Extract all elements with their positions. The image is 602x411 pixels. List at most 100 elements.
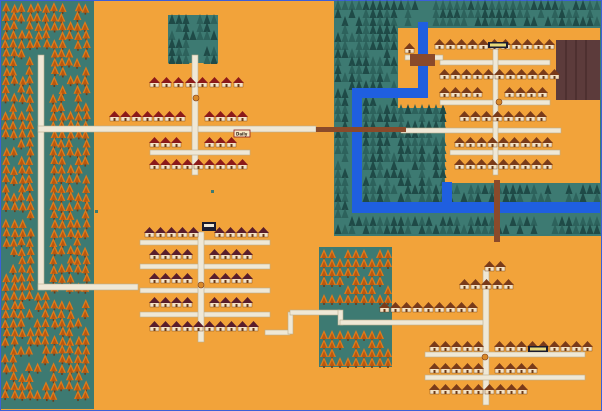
autumn-tree xyxy=(49,309,58,321)
house xyxy=(237,111,248,122)
house xyxy=(498,159,509,170)
house xyxy=(204,111,215,122)
pine-tree xyxy=(334,128,342,138)
pine-tree xyxy=(453,216,461,226)
pine-tree xyxy=(362,136,370,146)
autumn-tree xyxy=(42,390,51,402)
pine-tree xyxy=(390,104,398,114)
pine-tree xyxy=(362,32,370,42)
west-forest xyxy=(1,1,94,409)
autumn-tree xyxy=(1,389,10,401)
pine-tree xyxy=(334,112,342,122)
house xyxy=(461,87,472,98)
pine-tree xyxy=(341,88,349,98)
pine-tree xyxy=(390,168,398,178)
autumn-tree xyxy=(50,335,59,347)
autumn-tree xyxy=(65,300,74,312)
pine-tree xyxy=(404,176,412,186)
pine-tree xyxy=(432,192,440,202)
pine-tree xyxy=(411,144,419,154)
pine-tree xyxy=(397,144,405,154)
pine-tree xyxy=(383,216,391,226)
pine-tree xyxy=(369,176,377,186)
house xyxy=(149,273,160,284)
pine-tree xyxy=(411,136,419,146)
house xyxy=(467,39,478,50)
pine-tree xyxy=(390,40,398,50)
autumn-tree xyxy=(2,146,11,158)
autumn-tree xyxy=(9,66,18,78)
pine-tree xyxy=(509,184,517,194)
autumn-tree xyxy=(17,138,26,150)
autumn-tree xyxy=(82,218,91,230)
pine-tree xyxy=(182,22,190,32)
autumn-tree xyxy=(57,47,66,59)
house xyxy=(504,87,515,98)
pine-tree xyxy=(362,192,370,202)
pine-tree xyxy=(495,16,503,26)
house xyxy=(434,39,445,50)
pine-tree xyxy=(397,136,405,146)
pine-tree xyxy=(175,14,183,24)
autumn-tree xyxy=(82,272,91,284)
house xyxy=(242,297,253,308)
pine-tree xyxy=(404,192,412,202)
autumn-tree xyxy=(17,381,26,393)
pine-tree xyxy=(460,192,468,202)
pine-tree xyxy=(362,8,370,18)
house xyxy=(379,302,390,313)
autumn-tree xyxy=(73,200,82,212)
house xyxy=(461,69,472,80)
house xyxy=(538,69,549,80)
pine-tree xyxy=(467,216,475,226)
pine-tree xyxy=(439,0,447,10)
pine-tree xyxy=(495,0,503,10)
autumn-tree xyxy=(26,272,35,284)
autumn-tree xyxy=(18,93,27,105)
pine-tree xyxy=(369,8,377,18)
autumn-tree xyxy=(42,38,51,50)
pine-tree xyxy=(502,8,510,18)
pine-tree xyxy=(355,80,363,90)
house xyxy=(526,87,537,98)
pine-tree xyxy=(418,184,426,194)
autumn-tree xyxy=(1,309,10,321)
autumn-tree xyxy=(81,209,90,221)
pine-tree xyxy=(376,72,384,82)
autumn-tree xyxy=(328,276,336,287)
autumn-tree xyxy=(2,237,11,249)
signboard-central-town[interactable] xyxy=(202,222,216,231)
pine-tree xyxy=(474,184,482,194)
house xyxy=(456,39,467,50)
autumn-tree xyxy=(81,335,90,347)
autumn-tree xyxy=(9,263,18,275)
pine-tree xyxy=(175,38,183,48)
signboard-east-village[interactable] xyxy=(488,42,508,48)
pine-tree xyxy=(551,224,559,234)
autumn-tree xyxy=(65,344,74,356)
autumn-tree xyxy=(49,362,58,374)
pine-tree xyxy=(390,0,398,10)
pine-tree xyxy=(404,120,412,130)
pine-tree xyxy=(418,176,426,186)
pine-tree xyxy=(203,46,211,56)
signboard-north-village[interactable]: Daily xyxy=(233,129,251,138)
autumn-tree xyxy=(81,308,90,320)
autumn-tree xyxy=(25,237,34,249)
autumn-tree xyxy=(360,294,368,305)
autumn-tree xyxy=(73,74,82,86)
autumn-tree xyxy=(74,111,83,123)
autumn-tree xyxy=(57,308,66,320)
house xyxy=(516,69,527,80)
house xyxy=(231,249,242,260)
pine-tree xyxy=(418,160,426,170)
pine-tree xyxy=(334,56,342,66)
pine-tree xyxy=(182,54,190,64)
signboard-south-village[interactable] xyxy=(528,346,548,352)
autumn-tree xyxy=(58,236,67,248)
autumn-tree xyxy=(58,210,67,222)
pine-tree xyxy=(397,112,405,122)
autumn-tree xyxy=(73,236,82,248)
autumn-tree xyxy=(1,291,10,303)
pine-tree xyxy=(467,224,475,234)
